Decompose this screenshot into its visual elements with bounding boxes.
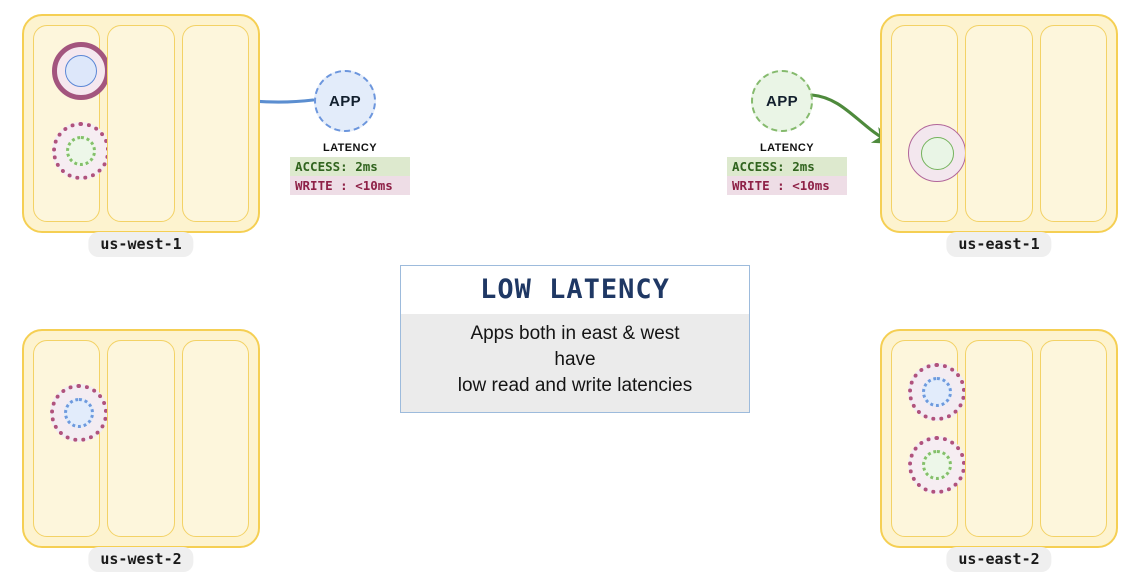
az-slot[interactable] [1039, 25, 1107, 222]
secondary-replica-node[interactable] [908, 363, 966, 421]
panel-body: Apps both in east & west have low read a… [401, 314, 749, 412]
region-label-us-west-1: us-west-1 [88, 232, 194, 257]
replica-inner-circle [922, 450, 952, 480]
az-slot[interactable] [33, 25, 110, 222]
az-slot[interactable] [891, 340, 966, 537]
replica-inner-circle [922, 377, 952, 407]
latency-title: LATENCY [323, 142, 377, 154]
latency-title: LATENCY [760, 142, 814, 154]
az-slot[interactable] [107, 25, 175, 222]
replica-inner-circle [64, 398, 94, 428]
az-slot[interactable] [1039, 340, 1107, 537]
panel-body-line-1: Apps both in east & west [470, 323, 680, 344]
secondary-replica-node[interactable] [52, 122, 110, 180]
az-slot[interactable] [33, 340, 108, 537]
az-slot[interactable] [965, 25, 1033, 222]
availability-zone-slots [33, 25, 249, 222]
region-label-us-east-1: us-east-1 [946, 232, 1052, 257]
app-node-east[interactable]: APP [751, 70, 813, 132]
app-label: APP [328, 92, 362, 110]
panel-body-line-2: have [554, 349, 596, 371]
latency-block-west: LATENCY ACCESS: 2ms WRITE : <10ms [290, 142, 410, 195]
region-us-west-1[interactable] [22, 14, 260, 233]
panel-body-line-3: low read and write latencies [457, 375, 693, 397]
latency-write-row: WRITE : <10ms [290, 176, 410, 195]
primary-replica-node[interactable] [908, 124, 966, 182]
app-node-west[interactable]: APP [314, 70, 376, 132]
latency-access-row: ACCESS: 2ms [727, 157, 847, 176]
latency-write-row: WRITE : <10ms [727, 176, 847, 195]
app-label: APP [765, 92, 799, 110]
region-us-east-1[interactable] [880, 14, 1118, 233]
region-label-us-west-2: us-west-2 [88, 547, 194, 572]
az-slot[interactable] [181, 340, 249, 537]
az-slot[interactable] [965, 340, 1033, 537]
latency-access-row: ACCESS: 2ms [290, 157, 410, 176]
panel-title: LOW LATENCY [401, 266, 749, 314]
low-latency-panel: LOW LATENCY Apps both in east & west hav… [400, 265, 750, 413]
secondary-replica-node[interactable] [50, 384, 108, 442]
az-slot[interactable] [181, 25, 249, 222]
region-label-us-east-2: us-east-2 [946, 547, 1052, 572]
replica-inner-circle [66, 136, 96, 166]
availability-zone-slots [33, 340, 249, 537]
az-slot[interactable] [891, 25, 966, 222]
primary-replica-node[interactable] [52, 42, 110, 100]
latency-block-east: LATENCY ACCESS: 2ms WRITE : <10ms [727, 142, 847, 195]
az-slot[interactable] [107, 340, 175, 537]
availability-zone-slots [891, 340, 1107, 537]
availability-zone-slots [891, 25, 1107, 222]
replica-inner-circle [920, 136, 954, 170]
region-us-east-2[interactable] [880, 329, 1118, 548]
region-us-west-2[interactable] [22, 329, 260, 548]
replica-inner-circle [65, 55, 97, 87]
secondary-replica-node[interactable] [908, 436, 966, 494]
